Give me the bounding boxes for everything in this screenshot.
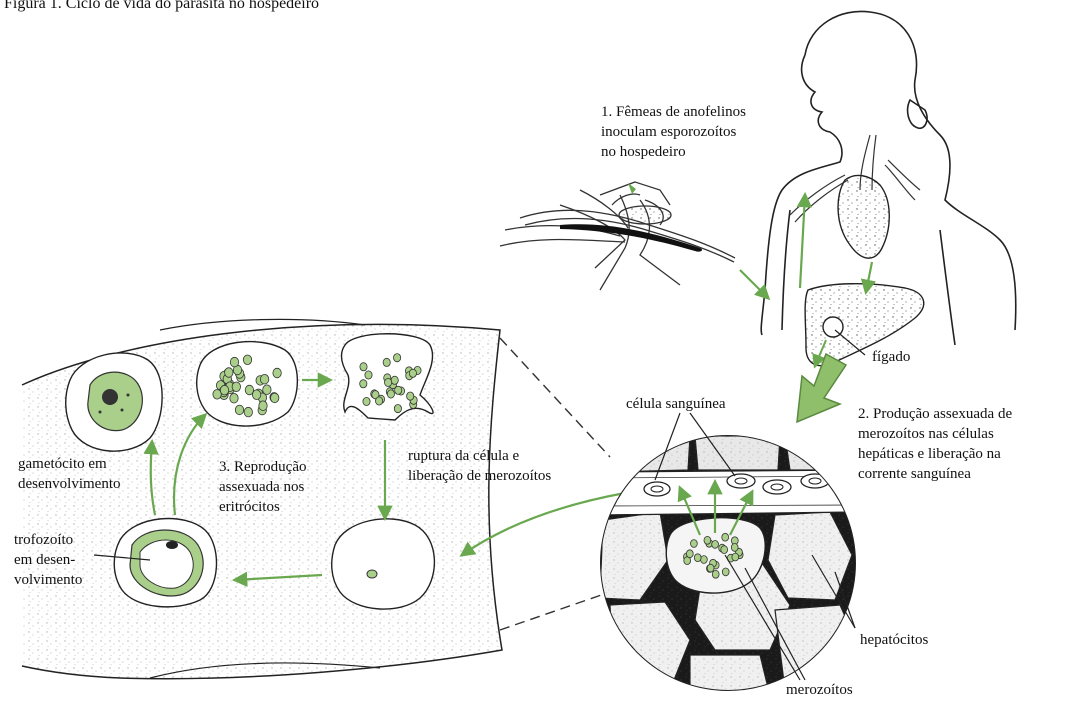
- connector-bottom: [500, 592, 610, 630]
- arrow-vein-to-heart: [800, 195, 805, 288]
- label-step1: 1. Fêmeas de anofelinos inoculam esporoz…: [601, 102, 746, 162]
- merozoite-dot: [230, 393, 238, 403]
- merozoite-dot: [271, 393, 279, 403]
- merozoite-dot: [220, 385, 228, 395]
- label-step2: 2. Produção assexuada de merozoítos nas …: [858, 404, 1012, 484]
- merozoite-dot: [701, 556, 708, 564]
- merozoite-dot: [225, 368, 233, 378]
- merozoite-dot: [365, 371, 372, 379]
- merozoite-dot: [707, 564, 714, 572]
- figure-caption: Figura 1. Ciclo de vida do parasita no h…: [4, 0, 319, 14]
- big-arrow-liver-to-detail: [797, 354, 846, 422]
- merozoite-dot: [259, 401, 267, 411]
- merozoite-dot: [704, 536, 711, 544]
- label-trofozoito: trofozoíto em desen- volvimento: [14, 530, 82, 590]
- merozoite-dot: [232, 382, 240, 392]
- merozoite-dot: [385, 378, 392, 386]
- liver-tissue-detail: [600, 436, 860, 696]
- merozoite-dot: [407, 392, 414, 400]
- merozoite-dot: [409, 369, 416, 377]
- label-figado: fígado: [872, 347, 910, 367]
- merozoite-dot: [691, 540, 698, 548]
- mosquito-body-dark: [560, 224, 702, 251]
- merozoite-dot: [244, 407, 252, 417]
- merozoite-dot: [263, 385, 271, 395]
- connector-top: [500, 338, 610, 457]
- merozoite-dot: [394, 354, 401, 362]
- label-merozoitos: merozoítos: [786, 680, 853, 700]
- merozoite-dot: [722, 533, 729, 541]
- schizont-cell: [197, 342, 298, 426]
- merozoite-dot: [394, 405, 401, 413]
- merozoite-dot: [694, 554, 701, 562]
- merozoite-dot: [230, 357, 238, 367]
- merozoite-dot: [252, 390, 260, 400]
- label-step3: 3. Reprodução assexuada nos eritrócitos: [219, 457, 306, 517]
- rupturing-cell: [342, 334, 433, 420]
- merozoite-dot: [376, 397, 383, 405]
- mosquito: [500, 182, 735, 290]
- merozoite-dot: [387, 390, 394, 398]
- merozoite-dot: [391, 376, 398, 384]
- heart: [838, 175, 889, 258]
- merozoite-dot: [712, 570, 719, 578]
- merozoite-dot: [260, 374, 268, 384]
- label-celula-sanguinea: célula sanguínea: [626, 394, 726, 414]
- merozoite-dot: [273, 368, 281, 378]
- merozoite-dot: [731, 544, 738, 552]
- arrow-mosquito-to-human: [740, 270, 768, 298]
- label-hepatocitos: hepatócitos: [860, 630, 928, 650]
- merozoite-dot: [360, 363, 367, 371]
- merozoite-dot: [722, 568, 729, 576]
- merozoite-dot: [721, 546, 728, 554]
- mosquito-green-mark: [628, 183, 636, 194]
- merozoite-dot: [383, 358, 390, 366]
- merozoite-dot: [712, 541, 719, 549]
- merozoite-dot: [235, 405, 243, 415]
- label-ruptura: ruptura da célula e liberação de merozoí…: [408, 446, 551, 486]
- merozoite-dot: [243, 355, 251, 365]
- merozoite-dot: [732, 553, 739, 561]
- merozoite-dot: [360, 380, 367, 388]
- merozoite-dot: [686, 550, 693, 558]
- gametocyte-cell: [66, 353, 162, 451]
- label-gametocito: gametócito em desenvolvimento: [18, 454, 120, 494]
- trophozoite-cell: [114, 519, 216, 607]
- merozoite-dot: [363, 397, 370, 405]
- infected-erythrocyte: [332, 519, 435, 609]
